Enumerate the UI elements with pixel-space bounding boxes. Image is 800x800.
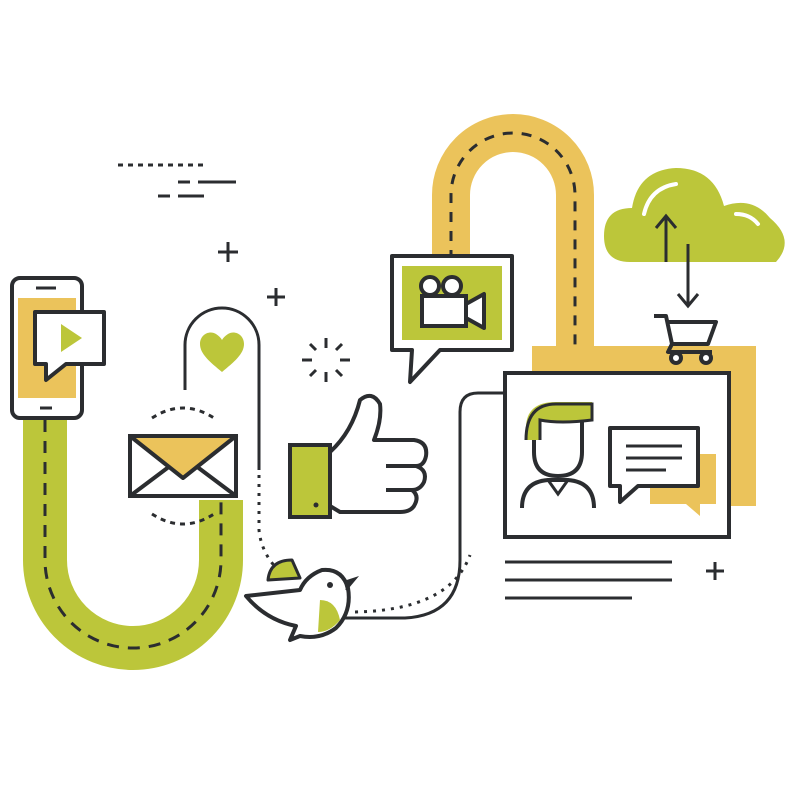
- cloud-icon: [604, 168, 785, 262]
- bird-icon: [244, 558, 360, 642]
- green-road-path: [23, 420, 243, 670]
- upload-arrow-icon: [654, 213, 678, 262]
- shopping-cart-icon: [654, 314, 718, 365]
- video-camera-icon: [390, 254, 514, 384]
- play-icon: [33, 310, 106, 382]
- user-avatar-icon: [520, 402, 596, 509]
- sparkle-icon: [302, 338, 350, 382]
- download-arrow-icon: [676, 244, 700, 309]
- yellow-road-path: [432, 114, 594, 350]
- decor-dash-lines: [118, 163, 236, 198]
- chat-bubble-icon: [608, 426, 716, 516]
- caption-lines: [505, 560, 672, 600]
- thumbs-up-icon: [288, 393, 429, 519]
- heart-icon: [200, 332, 244, 372]
- plus-icon: [218, 242, 724, 580]
- envelope-icon: [128, 406, 238, 526]
